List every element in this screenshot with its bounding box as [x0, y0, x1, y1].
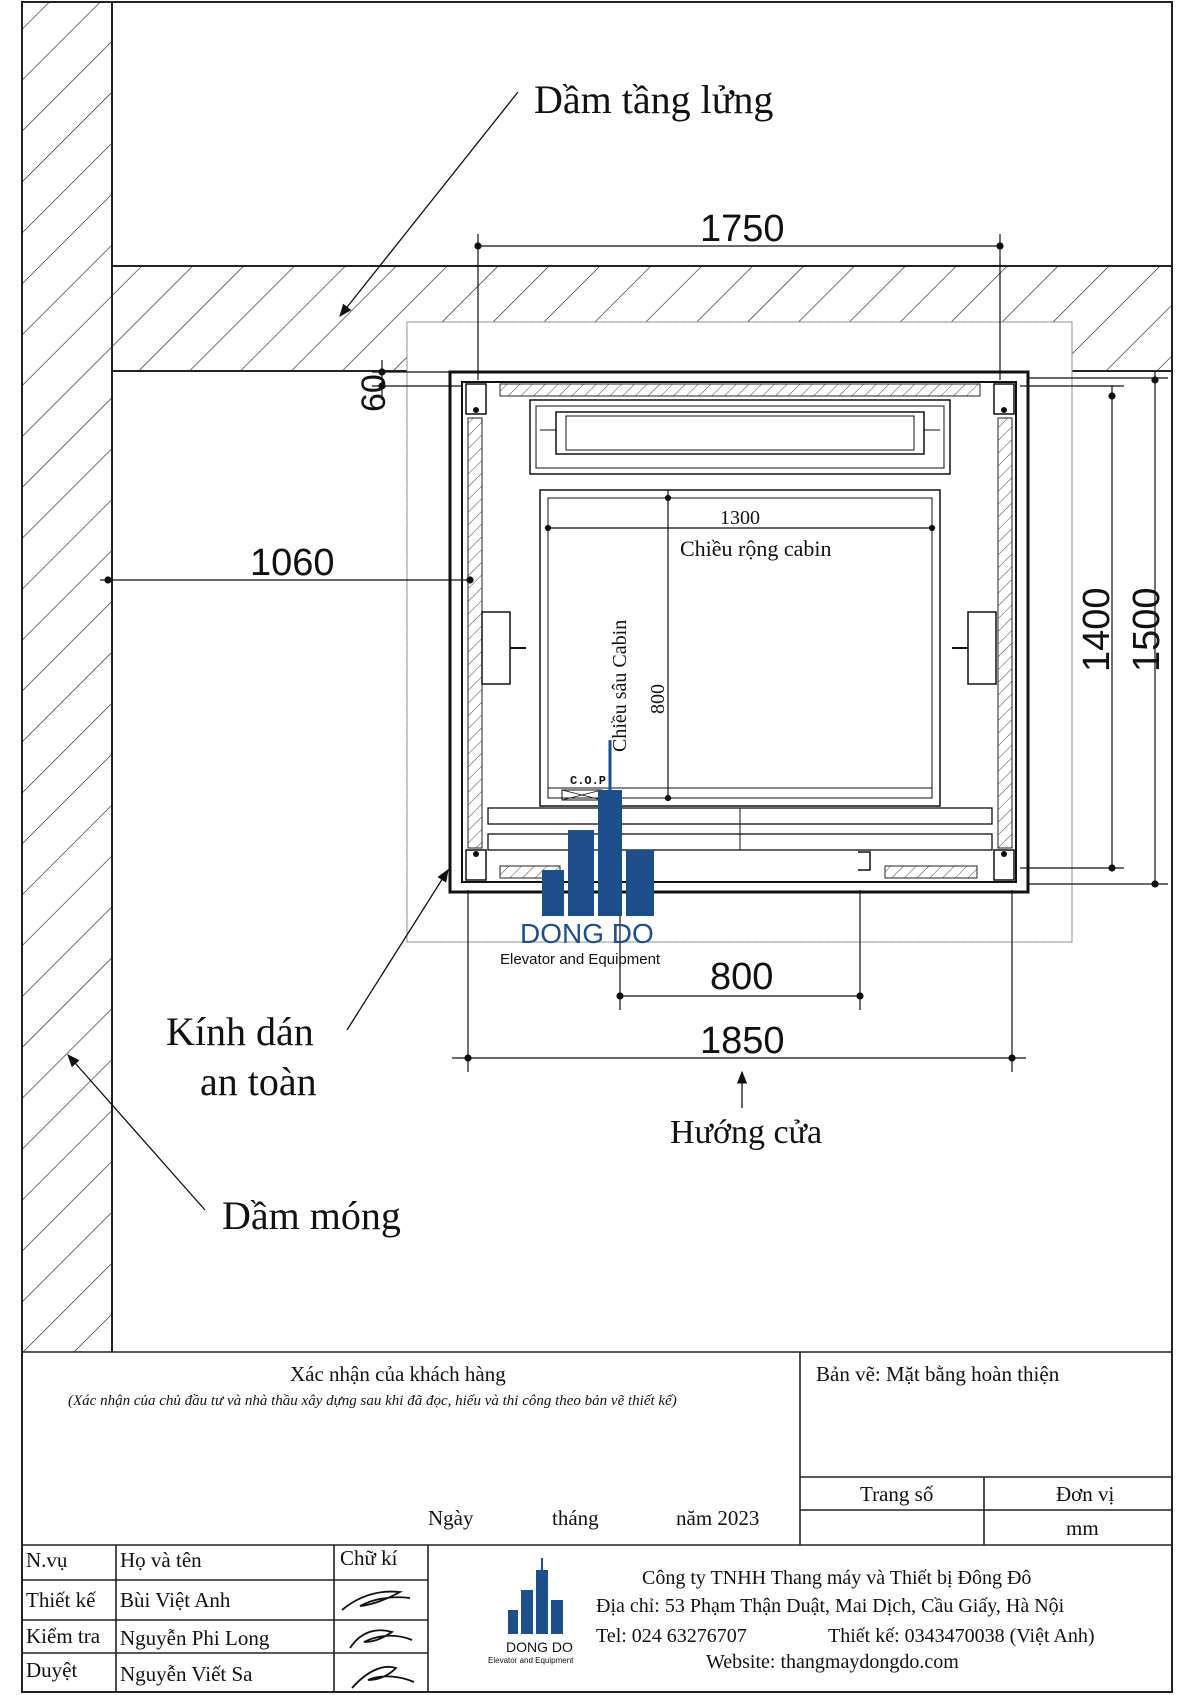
dim-1850: 1850 — [700, 1020, 785, 1062]
cabin — [481, 489, 997, 871]
foundation-beam-wall — [22, 2, 113, 1352]
date-day: Ngày — [428, 1506, 474, 1530]
customer-confirm-note: (Xác nhận của chủ đầu tư và nhà thầu xây… — [68, 1393, 677, 1409]
title-logo-name: DONG DO — [506, 1639, 573, 1655]
label-safety-glass-line2: an toàn — [200, 1059, 317, 1104]
designer-tel: Thiết kế: 0343470038 (Việt Anh) — [828, 1625, 1095, 1647]
title-logo-tagline: Elevator and Equipment — [488, 1656, 574, 1665]
dim-800-door: 800 — [710, 956, 774, 998]
dimension-lines — [100, 234, 1168, 1072]
dim-1300: 1300 — [720, 507, 760, 529]
customer-confirm-title: Xác nhận của khách hàng — [290, 1362, 506, 1386]
col-sign-header: Chữ kí — [340, 1546, 398, 1570]
row-name: Nguyễn Phi Long — [120, 1626, 270, 1650]
dim-1060: 1060 — [250, 542, 335, 584]
label-cabin-depth: Chiều sâu Cabin — [609, 619, 631, 752]
company-website: Website: thangmaydongdo.com — [706, 1651, 959, 1673]
dim-1750: 1750 — [700, 208, 785, 250]
label-safety-glass: Kính dán — [166, 1009, 314, 1054]
label-foundation-beam: Dầm móng — [222, 1193, 401, 1238]
company-name: Công ty TNHH Thang máy và Thiết bị Đông … — [642, 1567, 1032, 1589]
label-cabin-width: Chiều rộng cabin — [680, 536, 832, 561]
date-month: tháng — [552, 1506, 599, 1530]
logo-tagline: Elevator and Equipment — [500, 951, 661, 968]
col-name-header: Họ và tên — [120, 1548, 202, 1572]
unit-value: mm — [1066, 1516, 1099, 1540]
col-role-header: N.vụ — [26, 1548, 68, 1572]
row-name: Bùi Việt Anh — [120, 1588, 231, 1612]
drawing-name: Bản vẽ: Mặt bằng hoàn thiện — [816, 1362, 1060, 1386]
label-cop: C.O.P — [570, 774, 607, 788]
dim-60: 60 — [355, 374, 393, 412]
dim-800-cabin: 800 — [647, 684, 669, 714]
logo-buildings — [542, 740, 654, 916]
date-year: năm 2023 — [676, 1506, 760, 1530]
label-mezzanine-beam: Dầm tầng lửng — [534, 77, 774, 122]
dim-1500: 1500 — [1126, 587, 1168, 672]
signatures — [341, 1590, 415, 1689]
row-name: Nguyễn Viết Sa — [120, 1662, 253, 1686]
unit-label: Đơn vị — [1056, 1482, 1115, 1506]
counterweight — [529, 399, 951, 475]
dim-1400: 1400 — [1076, 587, 1118, 672]
title-block-grid — [22, 1351, 1172, 1692]
row-role: Duyệt — [26, 1658, 78, 1682]
row-role: Kiểm tra — [26, 1624, 101, 1648]
leader-lines — [67, 91, 748, 1211]
company-address: Địa chỉ: 53 Phạm Thận Duật, Mai Dịch, Cầ… — [596, 1595, 1065, 1617]
company-tel: Tel: 024 63276707 — [596, 1625, 747, 1647]
label-door-direction: Hướng cửa — [670, 1114, 823, 1151]
row-role: Thiết kế — [26, 1588, 96, 1612]
logo-buildings-small — [508, 1558, 563, 1634]
page-number-label: Trang số — [860, 1482, 934, 1506]
logo-name: DONG DO — [520, 918, 654, 949]
